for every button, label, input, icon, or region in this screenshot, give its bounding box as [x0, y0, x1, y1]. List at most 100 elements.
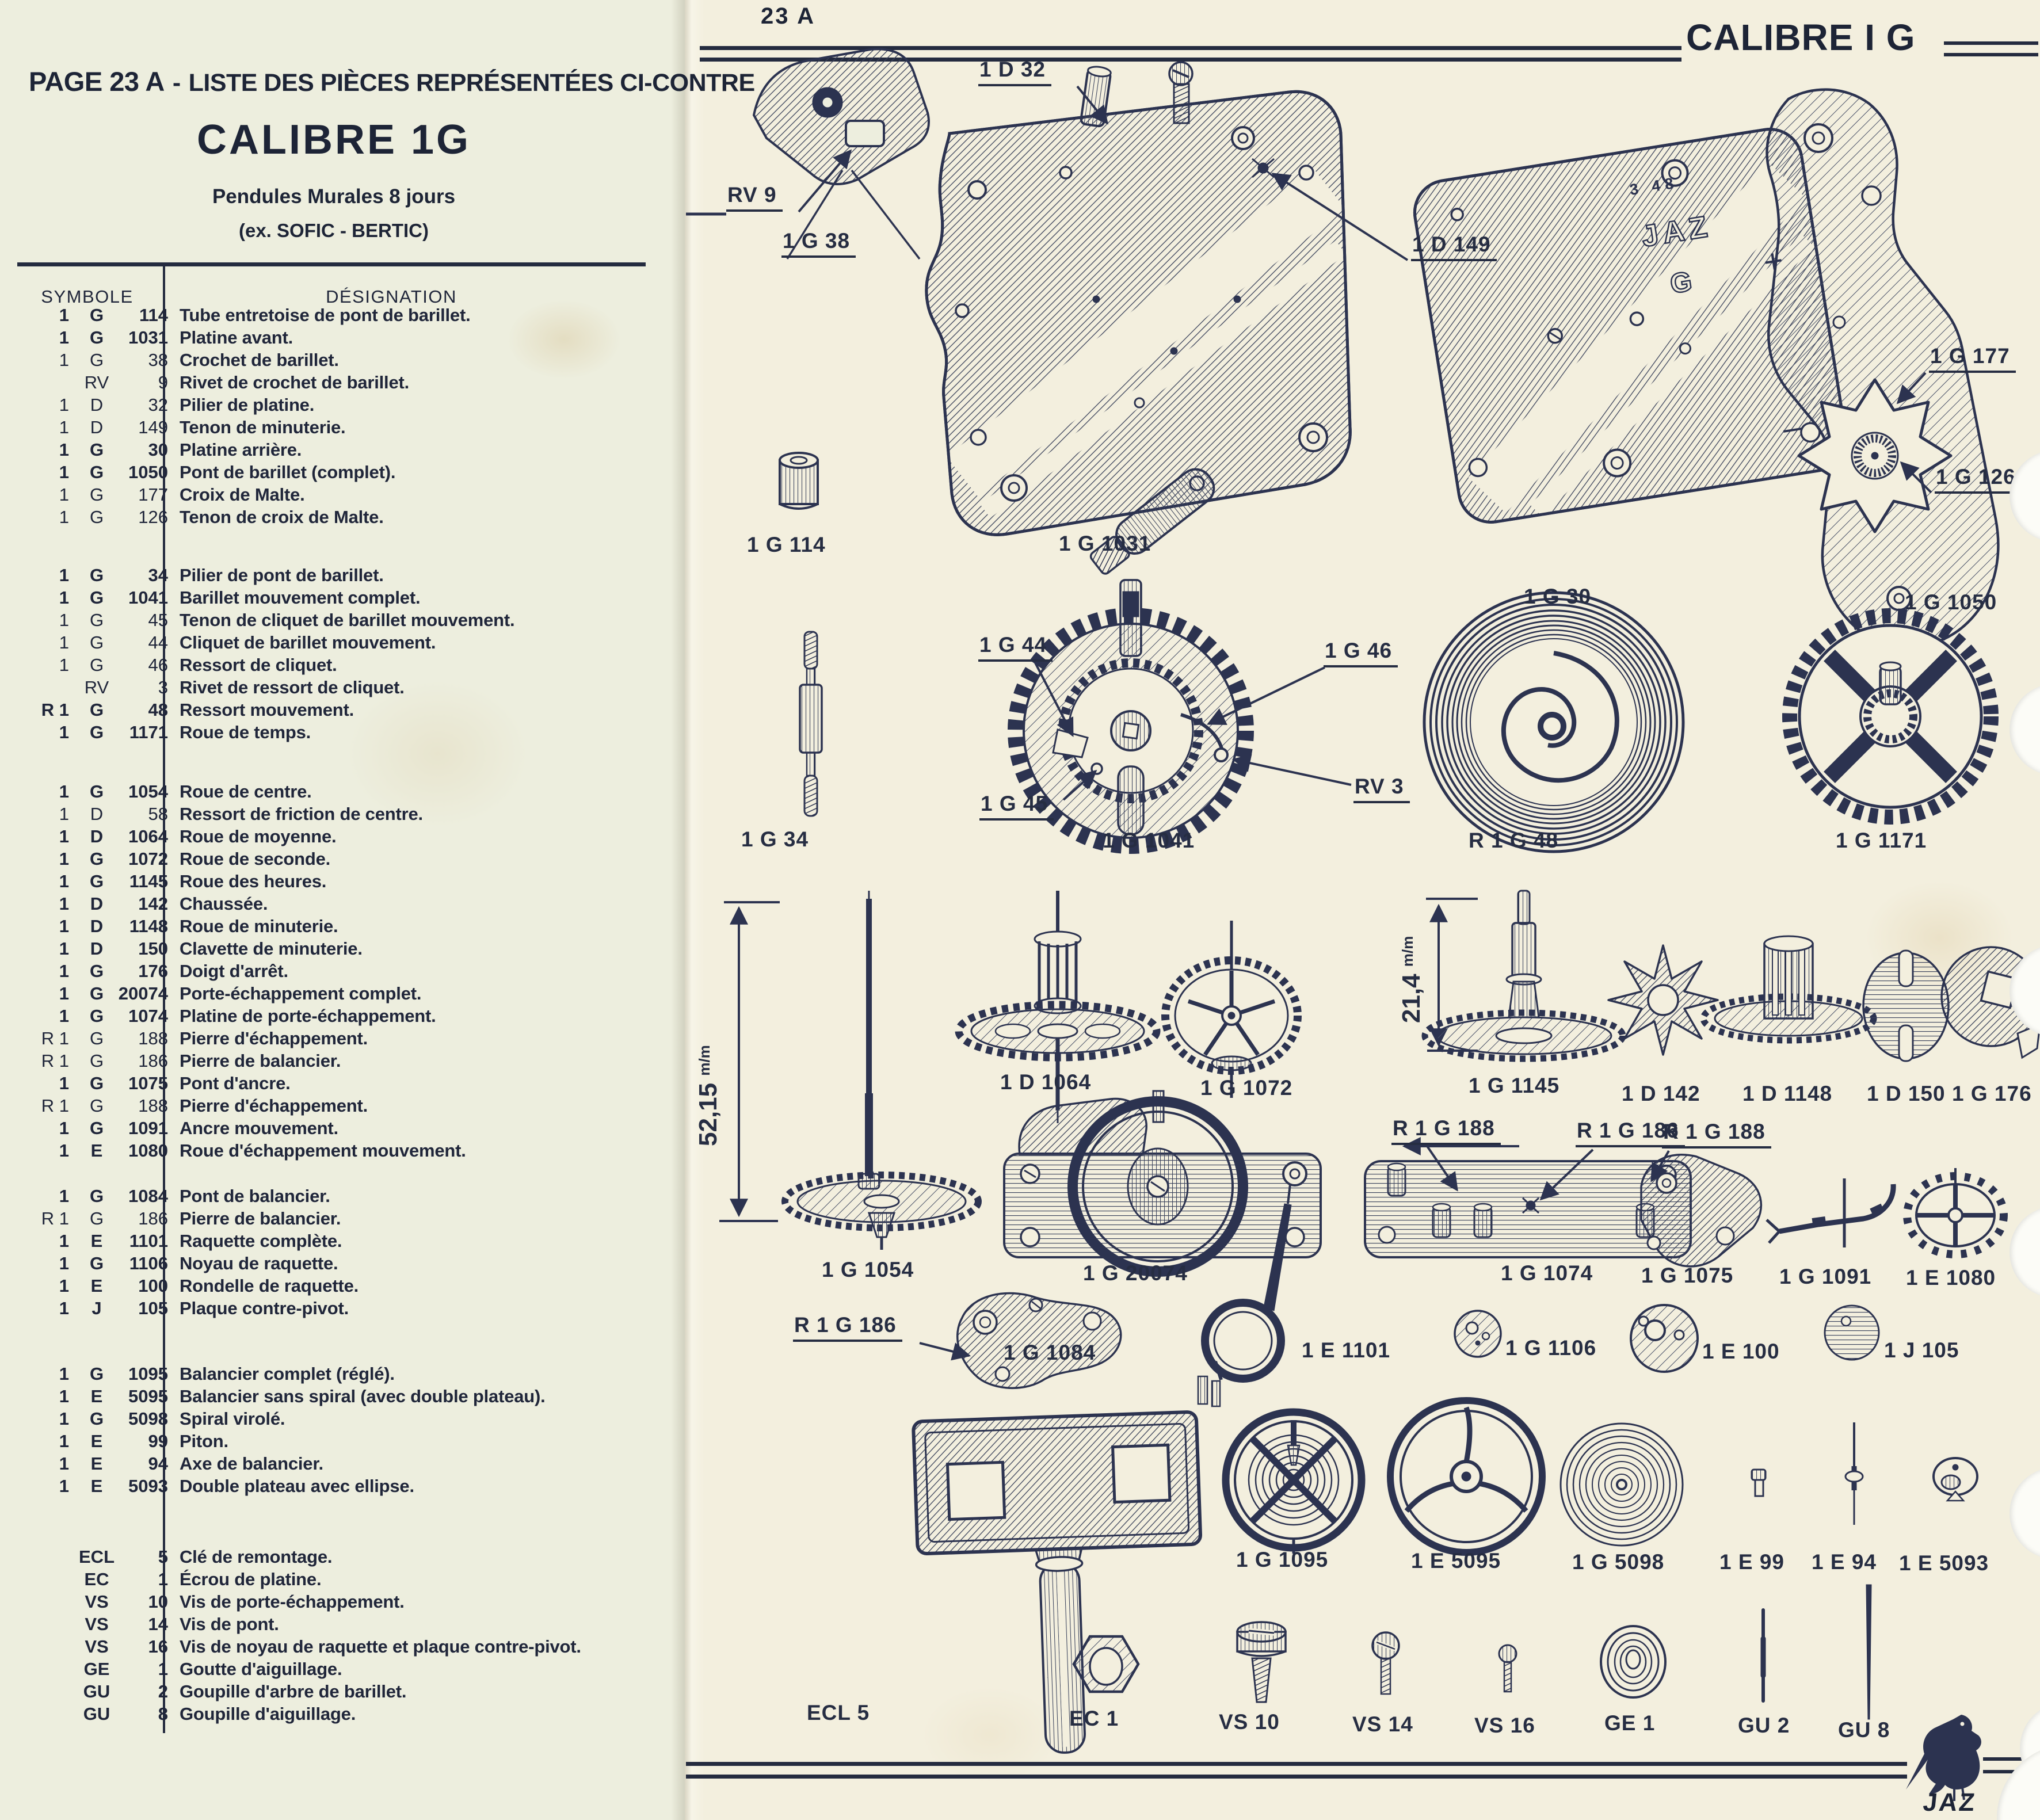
part-number: 142: [138, 894, 168, 914]
subtitle-brands: (ex. SOFIC - BERTIC): [238, 220, 429, 241]
part-number: 114: [139, 305, 168, 325]
part-number: 1041: [128, 587, 168, 608]
figure-label: 1 J 105: [1884, 1338, 1959, 1362]
symbol-letter: VS: [85, 1614, 109, 1634]
anchor-lever-figure: [1766, 1178, 1896, 1247]
part-number: 58: [148, 804, 168, 824]
figure-label: R 1 G 188: [1662, 1120, 1771, 1149]
part-number: 3: [158, 677, 168, 697]
symbol-letter: G: [89, 305, 104, 325]
qty-prefix: 1: [59, 440, 69, 460]
symbol-letter: RV: [84, 677, 109, 697]
figure-label: 1 G 5098: [1572, 1550, 1665, 1574]
symbol-letter: D: [90, 804, 104, 824]
part-number: 99: [148, 1431, 168, 1451]
designation: Clé de remontage.: [180, 1547, 333, 1567]
table-divider-rule: [163, 262, 165, 1733]
jaz-bird-icon: [1906, 1715, 1981, 1801]
symbol-letter: G: [89, 961, 104, 981]
figure-label: VS 14: [1352, 1712, 1413, 1736]
symbol-letter: D: [90, 417, 104, 437]
part-number: 14: [148, 1614, 168, 1634]
column-header-symbol: SYMBOLE: [41, 287, 134, 307]
designation: Ressort de friction de centre.: [180, 804, 423, 824]
figure-label: 1 D 1148: [1742, 1082, 1833, 1105]
designation: Roue de moyenne.: [180, 826, 337, 846]
qty-prefix: 1: [59, 849, 69, 869]
designation: Tube entretoise de pont de barillet.: [180, 305, 471, 325]
barrel-figure: [1008, 579, 1254, 854]
designation: Double plateau avec ellipse.: [180, 1476, 414, 1496]
symbol-letter: G: [89, 1253, 104, 1273]
subtitle-pendules: Pendules Murales 8 jours: [212, 185, 456, 208]
designation: Pierre de balancier.: [180, 1208, 341, 1228]
qty-prefix: 1: [59, 327, 69, 348]
qty-prefix: 1: [59, 1409, 69, 1429]
figure-label: 1 G 1106: [1505, 1336, 1597, 1360]
figure-label: 1 G 1145: [1469, 1074, 1560, 1097]
dimension-unit: m/m: [696, 1045, 713, 1076]
symbol-letter: G: [89, 983, 104, 1004]
qty-prefix: 1: [59, 395, 69, 415]
balance-staff-figure: [1844, 1422, 1864, 1525]
qty-prefix: 1: [59, 826, 69, 846]
qty-prefix: 1: [59, 587, 69, 608]
qty-prefix: 1: [59, 1276, 69, 1296]
part-number: 1084: [128, 1186, 168, 1206]
part-number: 10: [148, 1592, 168, 1612]
part-number: 30: [148, 440, 168, 460]
figure-label: 1 E 1080: [1906, 1266, 1996, 1289]
screw-vs10-figure: [1236, 1621, 1287, 1703]
qty-prefix: 1: [59, 1476, 69, 1496]
designation: Pilier de pont de barillet.: [180, 565, 384, 585]
part-number: 1074: [128, 1006, 168, 1026]
figure-label: 1 G 20074: [1083, 1261, 1188, 1285]
pallet-bridge-figure: [1640, 1154, 1762, 1268]
paper-stain: [506, 299, 621, 380]
part-number: 1031: [128, 327, 168, 348]
designation: Raquette complète.: [180, 1231, 342, 1251]
figure-label: 1 G 1091: [1779, 1265, 1872, 1288]
qty-prefix: 1: [59, 350, 69, 370]
qty-prefix: 1: [59, 961, 69, 981]
designation: Goupille d'aiguillage.: [180, 1704, 356, 1724]
qty-prefix: R 1: [41, 1051, 69, 1071]
part-number: 1064: [128, 826, 168, 846]
symbol-letter: D: [90, 916, 104, 936]
part-number: 1072: [128, 849, 168, 869]
symbol-letter: G: [89, 462, 104, 482]
dimension-label-21-4: 21,4 m/m: [1397, 936, 1426, 1023]
symbol-letter: G: [89, 1051, 104, 1071]
qty-prefix: 1: [59, 1453, 69, 1474]
part-number: 5095: [128, 1386, 168, 1406]
part-number: 46: [148, 655, 168, 675]
bridge-pillar-figure: [799, 631, 823, 817]
figure-label: 1 G 1031: [1059, 532, 1151, 555]
designation: Ancre mouvement.: [180, 1118, 338, 1138]
figure-label: 1 G 1171: [1836, 829, 1927, 852]
figure-label: 1 G 1050: [1905, 590, 1997, 614]
figure-label: R 1 G 188: [1391, 1116, 1501, 1145]
symbol-letter: G: [89, 1409, 104, 1429]
symbol-letter: RV: [84, 372, 109, 392]
symbol-letter: G: [89, 722, 104, 742]
part-number: 1091: [128, 1118, 168, 1138]
